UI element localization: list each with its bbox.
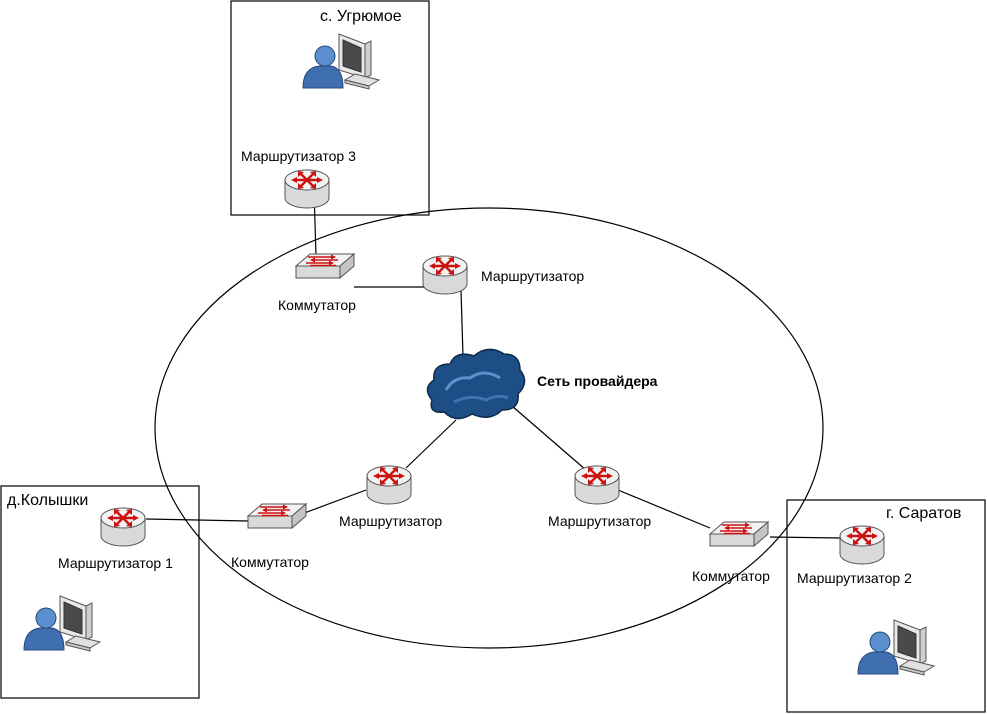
site-frame-top (230, 0, 430, 216)
site-frame-right (786, 499, 986, 713)
site-frame-left (0, 485, 200, 699)
router-icon-top (421, 254, 469, 296)
router-top-label: Маршрутизатор (481, 268, 584, 284)
switch-icon-right (709, 521, 769, 547)
router-3-label: Маршрутизатор 3 (241, 148, 356, 164)
switch-icon-top (295, 253, 355, 279)
switch-top-label: Коммутатор (278, 297, 356, 313)
workstation-top (302, 33, 380, 90)
site-label-right: г. Саратов (886, 505, 961, 522)
router-2-label: Маршрутизатор 2 (797, 570, 912, 586)
provider-network-label: Сеть провайдера (537, 373, 658, 389)
router-icon-right (573, 464, 621, 506)
router-icon-2 (838, 524, 886, 566)
user-icon-right (857, 619, 935, 676)
site-label-left: д.Колышки (7, 492, 88, 509)
router-left-label: Маршрутизатор (339, 513, 442, 529)
links (145, 189, 841, 539)
user-icon-left (23, 595, 101, 652)
switch-right-label: Коммутатор (692, 568, 770, 584)
user-icon-top (302, 33, 380, 90)
cloud-icon (426, 348, 526, 420)
provider-region (154, 207, 824, 649)
router-right-label: Маршрутизатор (548, 513, 651, 529)
router-1-label: Маршрутизатор 1 (58, 555, 173, 571)
router-icon-1 (99, 506, 147, 548)
workstation-right (857, 619, 935, 676)
site-label-top: с. Угрюмое (320, 8, 402, 25)
router-icon-left (365, 464, 413, 506)
switch-icon-left (247, 503, 307, 529)
router-icon-3 (283, 168, 331, 210)
workstation-left (23, 595, 101, 652)
switch-left-label: Коммутатор (231, 554, 309, 570)
